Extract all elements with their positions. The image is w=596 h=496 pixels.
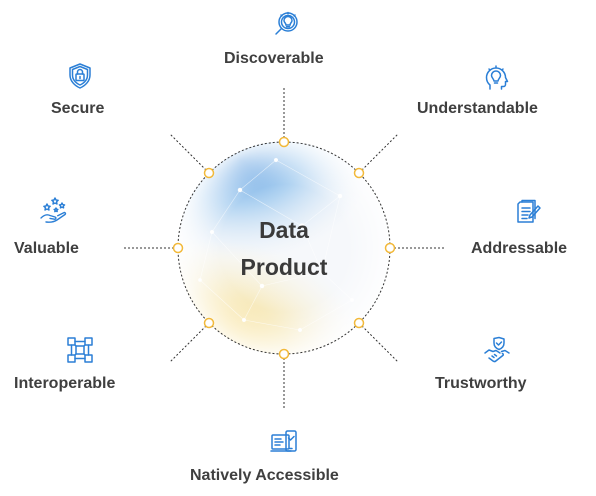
connector-understandable — [358, 133, 399, 174]
label-trustworthy: Trustworthy — [435, 375, 527, 392]
connector-trustworthy — [358, 322, 399, 363]
center-title-line2: Product — [240, 254, 328, 280]
junction-right — [384, 242, 396, 254]
junction-bottom-right — [353, 317, 365, 329]
label-interoperable: Interoperable — [14, 375, 116, 392]
center-title-line1: Data — [259, 217, 309, 243]
label-understandable: Understandable — [417, 100, 538, 117]
network-mesh — [198, 157, 355, 333]
junction-bottom-left — [203, 317, 215, 329]
devices-icon — [270, 428, 298, 456]
connector-interoperable — [169, 322, 210, 363]
label-valuable: Valuable — [14, 240, 79, 257]
junction-top-left — [203, 167, 215, 179]
junction-left — [172, 242, 184, 254]
label-natively-accessible: Natively Accessible — [190, 467, 339, 484]
junction-top — [278, 136, 290, 148]
shield-lock-icon — [66, 62, 94, 90]
junction-top-right — [353, 167, 365, 179]
label-addressable: Addressable — [471, 240, 568, 257]
connector-secure — [169, 133, 210, 174]
handshake-check-icon — [483, 336, 511, 364]
connected-cubes-icon — [66, 336, 94, 364]
magnifier-bulb-icon — [273, 10, 301, 38]
document-pen-icon — [514, 198, 542, 226]
label-discoverable: Discoverable — [224, 50, 324, 67]
label-secure: Secure — [51, 100, 105, 117]
hand-stars-icon — [40, 196, 68, 224]
head-bulb-icon — [482, 64, 510, 92]
junction-bottom — [278, 348, 290, 360]
